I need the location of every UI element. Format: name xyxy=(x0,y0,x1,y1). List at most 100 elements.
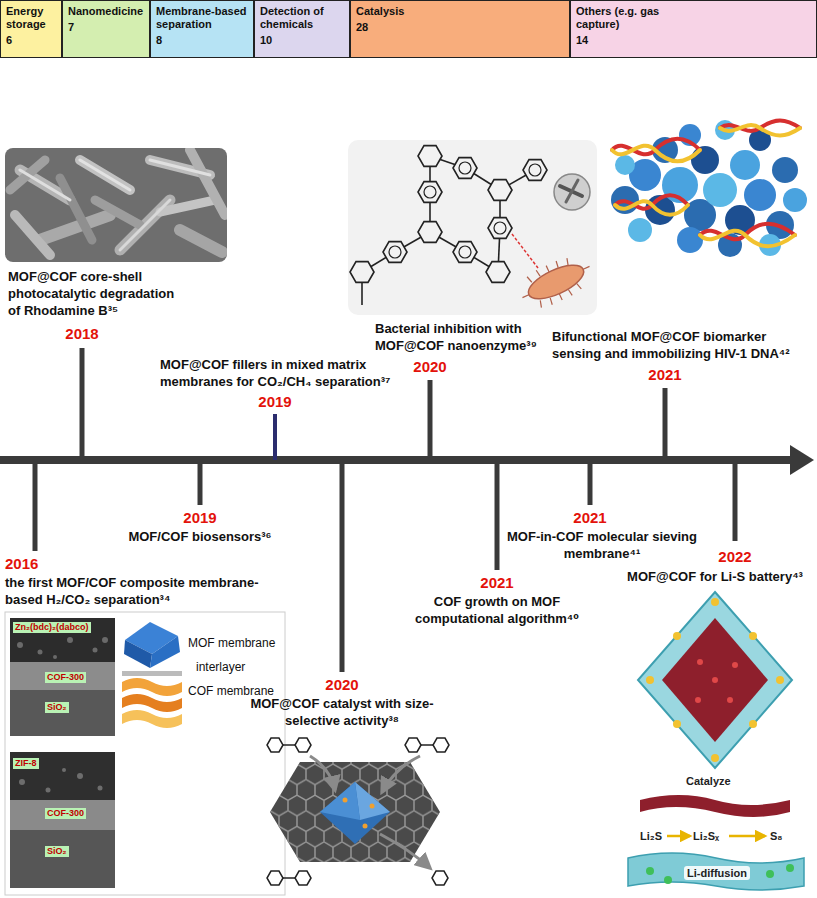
category-box: Others (e.g. gas capture)14 xyxy=(570,0,817,58)
dna-nanostructure-image-part-part xyxy=(615,201,688,215)
membrane-illustration-part-part xyxy=(62,768,66,772)
sem-image-part-part xyxy=(80,160,130,190)
chemical-structure-image-part-part xyxy=(361,282,363,305)
sem-image-part-part xyxy=(190,150,225,215)
sem-image-part-part xyxy=(15,215,50,255)
chemical-structure-image-part xyxy=(350,146,547,283)
li-s-battery-illustration xyxy=(628,592,804,890)
layer-tag: SiO₂ xyxy=(45,846,69,857)
chemical-structure-image-part xyxy=(566,180,578,202)
catalyst-illustration-part xyxy=(363,824,368,829)
timeline-tick-part xyxy=(495,460,500,570)
li-s-battery-illustration-part-part xyxy=(749,632,757,640)
membrane-illustration-part-part xyxy=(77,773,83,779)
timeline-axis-part xyxy=(0,456,793,464)
chemical-structure-image-part-part xyxy=(514,249,597,315)
dna-nanostructure-image-part xyxy=(744,179,776,211)
chemical-structure-image-part-part xyxy=(523,160,547,181)
li-s-battery-illustration-part-part xyxy=(786,864,794,872)
chemical-structure-image-part-part xyxy=(486,262,510,283)
li-s-battery-illustration-part-part xyxy=(776,676,784,684)
membrane-illustration-part xyxy=(10,830,115,888)
dna-nanostructure-image-part-part xyxy=(720,125,800,135)
chemical-structure-image xyxy=(348,140,598,315)
year-label: 2016 xyxy=(5,555,65,573)
timeline-tick-part xyxy=(198,460,203,505)
sem-image-part-part xyxy=(120,200,170,250)
milestone-text: COF growth on MOF computational algorith… xyxy=(402,593,592,627)
sem-image-part-part xyxy=(150,160,210,175)
chemical-structure-image-part-part xyxy=(529,164,541,176)
catalyst-illustration xyxy=(267,738,449,885)
membrane-illustration-part-part xyxy=(46,788,51,793)
membrane-illustration xyxy=(5,612,285,895)
catalyst-illustration-part-part xyxy=(267,871,283,885)
membrane-illustration-part-part xyxy=(53,655,57,659)
li-s-battery-illustration-part-part xyxy=(766,870,774,878)
chemical-structure-image-part-part-part xyxy=(549,298,553,305)
sem-image-part-part xyxy=(80,160,130,190)
milestone-text: the first MOF/COF composite membrane-bas… xyxy=(5,574,285,608)
catalyst-illustration-part-part xyxy=(421,744,433,746)
figure-label: MOF membrane xyxy=(188,636,275,650)
figure-label: S₈ xyxy=(770,829,783,843)
timeline-tick-part xyxy=(80,348,85,460)
catalyst-illustration-part-part xyxy=(310,756,335,790)
sem-image-part-part xyxy=(60,178,92,240)
timeline-tick-part xyxy=(273,414,277,460)
catalyst-illustration-part-part xyxy=(295,871,311,885)
chemical-structure-image-part-part-part xyxy=(527,276,532,283)
sem-image-part xyxy=(5,148,227,262)
chemical-structure-image-part-part xyxy=(383,242,407,263)
li-s-battery-illustration-part xyxy=(695,659,738,703)
timeline-tick-part xyxy=(663,388,668,460)
timeline-tick-part xyxy=(733,460,738,541)
year-label: 2021 xyxy=(560,509,620,527)
catalyst-illustration-part-part xyxy=(283,877,295,879)
membrane-illustration-part xyxy=(10,618,115,662)
membrane-illustration-part xyxy=(10,752,115,800)
milestone-text: MOF@COF catalyst with size-selective act… xyxy=(242,695,442,729)
paper-count: 10 xyxy=(260,34,332,47)
layer-tag: ZIF-8 xyxy=(13,758,39,769)
year-label: 2018 xyxy=(52,325,112,343)
membrane-illustration-part-part xyxy=(102,637,108,643)
figure-label: Li₂S xyxy=(640,829,662,843)
year-label: 2020 xyxy=(312,676,372,694)
catalyst-illustration-part xyxy=(310,756,430,868)
category-box: Detection of chemicals10 xyxy=(254,0,350,58)
chemical-structure-image-part-part xyxy=(424,186,436,198)
chemical-structure-image-part-part xyxy=(389,246,401,258)
membrane-illustration-part xyxy=(10,800,115,830)
chemical-structure-image-part xyxy=(512,234,538,268)
timeline-tick-part xyxy=(340,460,345,672)
li-s-battery-illustration-part xyxy=(667,835,690,838)
year-label: 2020 xyxy=(400,358,460,376)
dna-nanostructure-image-part-part xyxy=(700,231,795,247)
chemical-structure-image-part-part xyxy=(453,158,477,179)
layer-tag: SiO₂ xyxy=(45,702,69,713)
membrane-illustration-part-part xyxy=(98,786,103,791)
membrane-illustration-part xyxy=(17,637,108,659)
milestone-text: MOF/COF biosensors³⁶ xyxy=(110,528,290,545)
li-s-battery-illustration-part-part xyxy=(727,697,733,703)
chemical-structure-image-part-part xyxy=(494,222,506,234)
dna-nanostructure-image-part-part xyxy=(612,146,700,162)
chemical-structure-image-part-part xyxy=(488,180,512,201)
timeline-tick-part xyxy=(33,460,38,551)
membrane-illustration-part xyxy=(122,694,182,712)
catalyst-illustration-part-part xyxy=(432,871,448,885)
milestone-text: Bifunctional MOF@COF biomarker sensing a… xyxy=(552,328,810,362)
dna-nanostructure-image-part xyxy=(615,155,635,175)
sem-image-part-part xyxy=(180,230,222,252)
chemical-structure-image-part xyxy=(389,162,541,258)
figure-label: Catalyze xyxy=(686,774,731,788)
chemical-structure-image-part-part-part xyxy=(583,266,589,269)
li-s-battery-illustration-part-part xyxy=(711,598,719,606)
chemical-structure-image-part-part-part xyxy=(546,266,549,272)
year-label: 2019 xyxy=(245,393,305,411)
catalyst-illustration-part-part xyxy=(267,738,283,752)
chemical-structure-image-part xyxy=(514,249,597,315)
category-box: Energy storage6 xyxy=(0,0,62,58)
